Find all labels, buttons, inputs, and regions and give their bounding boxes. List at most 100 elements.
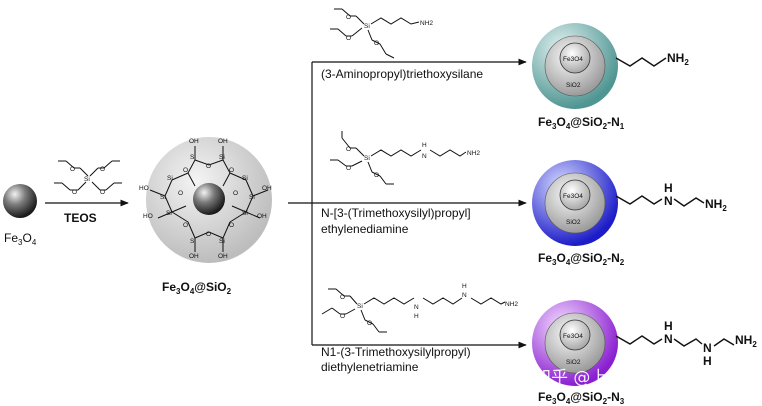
- atom-o: O: [229, 167, 234, 174]
- r2-chain: [370, 149, 467, 157]
- product-3-n2: N: [703, 341, 712, 355]
- silica-coated-particle: OH OH Si Si O O O Si Si HO OH Si Si O O …: [139, 137, 272, 296]
- siloxane-network: [149, 146, 269, 252]
- atom-o: O: [178, 190, 183, 197]
- teos-o: O: [100, 189, 105, 196]
- product-1-nh2: NH2: [667, 51, 689, 67]
- product-3-shell-text: SiO2: [566, 359, 581, 366]
- r2-n: N: [422, 153, 427, 160]
- product-3-n1: N: [664, 332, 673, 346]
- teos-o: O: [100, 166, 105, 173]
- r3-o: O: [340, 313, 345, 320]
- teos-arm-2: [89, 160, 120, 177]
- atom-si: Si: [249, 194, 255, 201]
- atom-ho: HO: [143, 213, 153, 220]
- branch-arrows: [288, 58, 527, 349]
- atom-ho: HO: [139, 185, 149, 192]
- atom-o: O: [233, 190, 238, 197]
- product-3: Fe3O4 SiO2 N H N H NH2 Fe3O4@SiO2-N3: [532, 300, 757, 406]
- teos-o: O: [70, 166, 75, 173]
- teos-si: Si: [84, 176, 90, 183]
- r1-arm-2: [330, 27, 363, 37]
- watermark-text: 知乎 @上海领骏生物: [534, 368, 692, 388]
- atom-si: Si: [242, 175, 248, 182]
- r3-h: H: [462, 283, 467, 290]
- product-2-shell-text: SiO2: [566, 219, 581, 226]
- product-1-core-text: Fe3O4: [563, 56, 583, 63]
- teos-arm-3: [54, 181, 87, 191]
- atom-oh: OH: [189, 138, 199, 145]
- atom-oh: OH: [257, 213, 267, 220]
- product-2: Fe3O4 SiO2 N H NH2 Fe3O4@SiO2-N2: [532, 160, 727, 267]
- reagent-1-name: (3-Aminopropyl)triethoxysilane: [321, 67, 483, 81]
- r3-arm-1: [328, 288, 358, 305]
- atom-si: Si: [219, 154, 225, 161]
- product-1-shell-text: SiO2: [566, 82, 581, 89]
- product-2-chain: [615, 195, 705, 207]
- atom-oh: OH: [218, 253, 228, 260]
- atom-o: O: [229, 222, 234, 229]
- teos-structure: Si O O O O: [54, 160, 122, 196]
- silica-atom-labels: OH OH Si Si O O O Si Si HO OH Si Si O O …: [139, 138, 272, 260]
- r2-nh2: NH2: [467, 150, 480, 157]
- silica-particle-label: Fe3O4@SiO2: [162, 280, 232, 296]
- r3-si: Si: [357, 303, 363, 310]
- reagent-2-structure: Si O O O N H NH2: [330, 131, 480, 185]
- product-3-h1: H: [664, 319, 673, 333]
- bare-core-particle: Fe3O4: [3, 184, 37, 247]
- r1-propyl: [370, 17, 420, 25]
- core-sphere: [3, 184, 37, 218]
- reagent-1-structure: Si O O O NH2: [330, 8, 433, 59]
- r2-o: O: [346, 165, 351, 172]
- r3-o: O: [367, 320, 372, 327]
- inner-core-sphere: [193, 183, 225, 215]
- reagent-3-name-line1: N1-(3-Trimethoxysilylpropyl): [321, 345, 471, 359]
- r3-nh2: NH2: [505, 301, 518, 308]
- atom-si: Si: [242, 210, 248, 217]
- r3-arm-3: [360, 309, 387, 333]
- r3-n: N: [414, 304, 419, 311]
- product-2-n: N: [664, 194, 673, 208]
- r3-arm-2: [321, 307, 356, 315]
- product-2-name: Fe3O4@SiO2-N2: [538, 251, 625, 267]
- product-2-core: [559, 179, 591, 211]
- r1-si: Si: [364, 23, 370, 30]
- r3-n: N: [462, 292, 467, 299]
- r3-o: O: [340, 294, 345, 301]
- atom-o: O: [183, 222, 188, 229]
- r1-o: O: [346, 35, 351, 42]
- product-2-nh2: NH2: [705, 197, 727, 213]
- product-1-core: [559, 42, 591, 74]
- product-3-h2: H: [703, 354, 712, 368]
- atom-oh: OH: [218, 138, 228, 145]
- r2-si: Si: [364, 155, 370, 162]
- r2-o: O: [346, 146, 351, 153]
- atom-o: O: [206, 163, 211, 170]
- r1-o: O: [374, 40, 379, 47]
- atom-si: Si: [160, 194, 166, 201]
- product-1-name: Fe3O4@SiO2-N1: [538, 115, 625, 131]
- r3-chain: [363, 297, 506, 305]
- r2-arm-2: [330, 159, 363, 167]
- reagent-2-name-line1: N-[3-(Trimethoxysilyl)propyl]: [321, 206, 471, 220]
- teos-arm-4: [91, 181, 122, 191]
- r2-arm-1: [341, 131, 365, 157]
- teos-arm-1: [58, 160, 89, 177]
- product-3-core: [559, 319, 591, 351]
- r1-arm-3: [367, 29, 395, 59]
- atom-si: Si: [166, 210, 172, 217]
- product-1: Fe3O4 SiO2 NH2 Fe3O4@SiO2-N1: [532, 23, 689, 131]
- atom-o: O: [183, 167, 188, 174]
- r2-h: H: [422, 142, 427, 149]
- product-2-core-text: Fe3O4: [563, 193, 583, 200]
- atom-si: Si: [190, 154, 196, 161]
- core-label: Fe3O4: [4, 231, 37, 247]
- atom-o: O: [206, 231, 211, 238]
- atom-si: Si: [190, 238, 196, 245]
- product-3-nh2: NH2: [735, 333, 757, 349]
- atom-si: Si: [219, 238, 225, 245]
- teos-label: TEOS: [64, 211, 97, 225]
- atom-oh: OH: [262, 185, 272, 192]
- r1-nh2: NH2: [420, 20, 433, 27]
